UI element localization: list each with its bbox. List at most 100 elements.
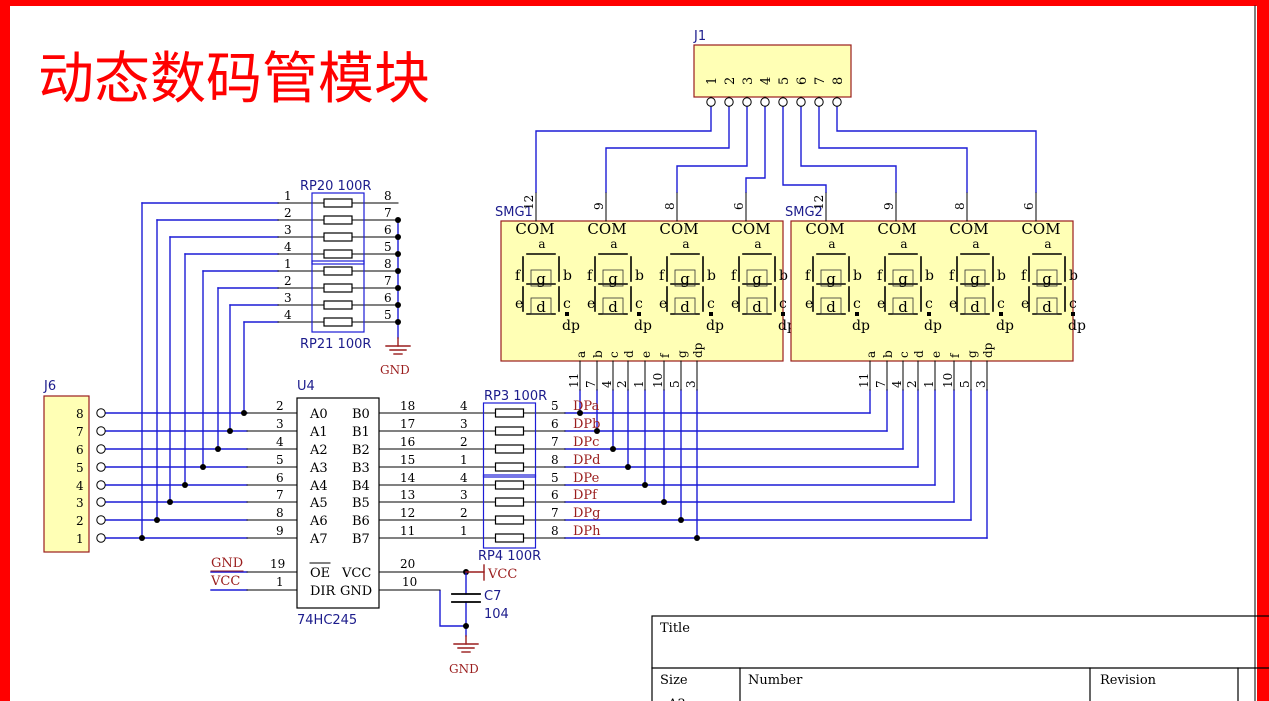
smg2-d-frame — [1036, 297, 1058, 315]
j1-pin-number: 7 — [813, 77, 828, 85]
smg1-seg-pin-label: d — [622, 350, 636, 358]
smg2-seg-label-c: c — [997, 296, 1005, 312]
wire-j1-2 — [605, 106, 730, 193]
smg2-seg-label-c: c — [1069, 296, 1077, 312]
u4-body — [296, 397, 380, 609]
rp21-ref: RP21 100R — [300, 337, 371, 352]
j6-pin-number: 1 — [76, 532, 84, 546]
smg1-g-frame — [530, 269, 552, 287]
rp21-resistor — [323, 266, 353, 276]
j1-pin-number: 8 — [831, 77, 846, 85]
rp21-body — [311, 260, 365, 333]
smg1-com-pin-number: 12 — [522, 195, 536, 210]
rp21-pin-number: 6 — [384, 291, 392, 305]
rp4-pin-number: 8 — [551, 524, 559, 538]
rp20-pin-number: 5 — [384, 240, 392, 254]
smg1-d-frame — [674, 297, 696, 315]
smg1-seg-label-d: d — [752, 298, 762, 316]
smg2-seg-label-f: f — [877, 268, 884, 284]
u4-a-pin-name: A4 — [309, 479, 328, 494]
smg1-seg-label-c: c — [635, 296, 643, 312]
u4-b-pin-name: B2 — [352, 443, 370, 458]
u4-b-pin-number: 15 — [400, 453, 415, 467]
smg2-dp-dot — [1071, 312, 1075, 316]
rp4-pin-number: 1 — [460, 524, 468, 538]
smg1-seg-label-e: e — [659, 296, 667, 312]
smg1-seg-label-d: d — [536, 298, 546, 316]
rp20-pin-number: 3 — [284, 223, 292, 237]
rp20-resistor — [323, 232, 353, 242]
smg2-seg-label-b: b — [1069, 268, 1078, 284]
rp4-pin-number: 5 — [551, 471, 559, 485]
junction-dot — [200, 464, 206, 470]
smg2-com-label: COM — [949, 220, 988, 238]
j1-pin-ring — [724, 97, 734, 107]
rp20-ref: RP20 100R — [300, 179, 371, 194]
dp-net-label: DPb — [573, 417, 601, 432]
junction-dot — [577, 410, 583, 416]
j1-pin-ring — [832, 97, 842, 107]
rp3-ref: RP3 100R — [484, 389, 547, 404]
smg2-seg-label-g: g — [970, 270, 980, 288]
rp21-resistor — [323, 300, 353, 310]
smg2-seg-pin-label: d — [912, 350, 926, 358]
smg2-seg-label-dp: dp — [996, 318, 1014, 334]
smg2-g-frame — [1036, 269, 1058, 287]
junction-dot — [642, 482, 648, 488]
smg2-com-pin-number: 9 — [882, 202, 896, 210]
smg2-dp-dot — [999, 312, 1003, 316]
smg2-seg-pin-label: f — [948, 352, 962, 358]
smg2-seg-label-dp: dp — [852, 318, 870, 334]
smg1-seg-label-f: f — [731, 268, 738, 284]
j6-pin-number: 6 — [76, 443, 84, 457]
j6-pin-number: 8 — [76, 407, 84, 421]
j1-pin-ring — [760, 97, 770, 107]
j6-pin-ring — [96, 515, 106, 525]
rp4-pin-number: 7 — [551, 506, 559, 520]
rp4-resistor — [494, 480, 525, 490]
rp3-pin-number: 8 — [551, 453, 559, 467]
smg1-seg-label-dp: dp — [634, 318, 652, 334]
u4-gnd-label: GND — [449, 662, 479, 676]
rp20-pin-number: 6 — [384, 223, 392, 237]
u4-b-pin-number: 17 — [400, 417, 415, 431]
j1-pin-ring — [814, 97, 824, 107]
u4-ref: U4 — [297, 379, 315, 394]
smg2-com-pin-number: 12 — [812, 195, 826, 210]
smg2-seg-pin-number: 4 — [890, 380, 904, 388]
rp3-pin-number: 1 — [460, 453, 468, 467]
smg1-seg-label-b: b — [707, 268, 716, 284]
dp-net-label: DPa — [573, 399, 600, 414]
rp3-pin-number: 5 — [551, 399, 559, 413]
smg2-d-frame — [892, 297, 914, 315]
rp4-pin-number: 4 — [460, 471, 468, 485]
u4-a-pin-number: 7 — [276, 488, 284, 502]
page-title: 动态数码管模块 — [38, 47, 430, 112]
smg1-seg-label-e: e — [515, 296, 523, 312]
junction-dot — [694, 535, 700, 541]
smg1-com-pin-number: 9 — [592, 202, 606, 210]
smg2-seg-pin-label: e — [929, 351, 943, 358]
smg1-seg-pin-number: 3 — [684, 380, 698, 388]
smg1-seg-pin-number: 2 — [615, 380, 629, 388]
smg2-seg-label-e: e — [805, 296, 813, 312]
u4-b-pin-number: 18 — [400, 399, 415, 413]
j6-pin-ring — [96, 408, 106, 418]
u4-b-pin-name: B0 — [352, 407, 370, 422]
smg2-seg-label-a: a — [828, 237, 835, 251]
smg1-seg-label-b: b — [563, 268, 572, 284]
smg2-seg-label-g: g — [898, 270, 908, 288]
j6-pin-ring — [96, 462, 106, 472]
u4-a-pin-number: 6 — [276, 471, 284, 485]
u4-a-pin-number: 5 — [276, 453, 284, 467]
vcc-net-label: VCC — [487, 567, 517, 582]
j1-pin-number: 2 — [723, 77, 738, 85]
j6-ref: J6 — [43, 379, 56, 394]
smg1-seg-pin-number: 4 — [600, 380, 614, 388]
j1-body — [693, 44, 852, 98]
smg1-seg-pin-label: b — [591, 350, 605, 358]
smg2-seg-label-c: c — [853, 296, 861, 312]
smg1-seg-label-g: g — [536, 270, 546, 288]
